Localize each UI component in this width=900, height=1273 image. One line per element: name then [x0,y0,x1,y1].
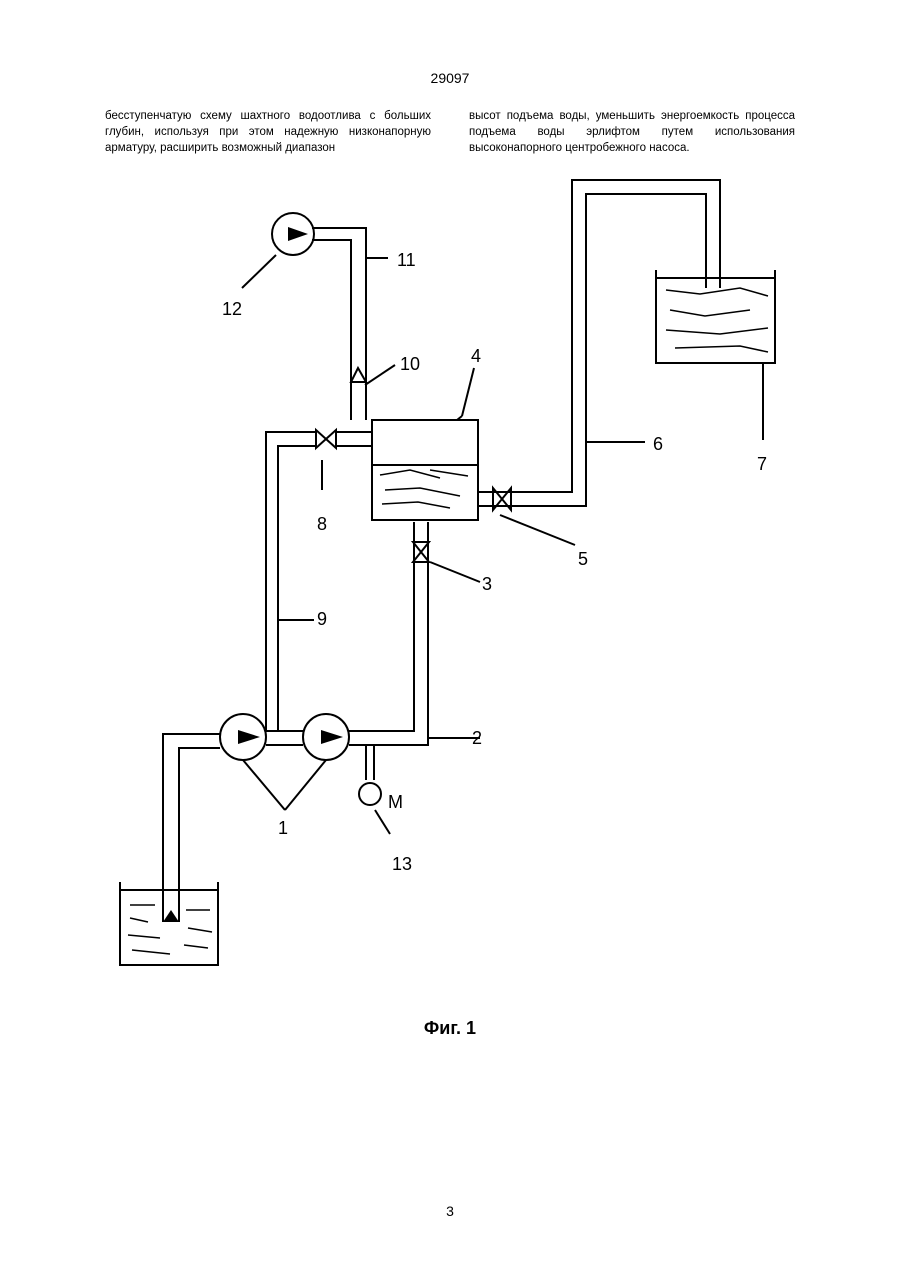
figure-caption: Фиг. 1 [0,1018,900,1039]
label-11: 11 [397,250,416,270]
figure-diagram: 1 2 3 4 5 6 7 8 9 10 11 12 13 M [100,170,800,1000]
label-6: 6 [653,434,663,454]
label-8: 8 [317,514,327,534]
check-valve-10 [351,368,366,382]
label-4: 4 [471,346,481,366]
body-text-left: бесступенчатую схему шахтного водоотлива… [105,108,431,156]
label-7: 7 [757,454,767,474]
valve-3 [413,542,429,562]
label-3: 3 [482,574,492,594]
pipe-2 [349,522,414,731]
label-2: 2 [472,728,482,748]
sump-tank [120,882,218,965]
label-10: 10 [400,354,420,374]
label-1: 1 [278,818,288,838]
label-5: 5 [578,549,588,569]
patent-number: 29097 [0,70,900,86]
label-9: 9 [317,609,327,629]
pipe-9 [266,432,315,731]
label-manometer-m: M [388,792,403,812]
pipe-6 [495,180,720,492]
pipe-11 [312,240,351,420]
page-number: 3 [0,1203,900,1219]
label-13: 13 [392,854,412,874]
manometer-13 [359,783,381,805]
suction-pipe [163,734,220,922]
label-12: 12 [222,299,242,319]
valve-8 [316,430,336,448]
tank-4 [372,420,478,520]
body-text-right: высот подъема воды, уменьшить энергоемко… [469,108,795,156]
